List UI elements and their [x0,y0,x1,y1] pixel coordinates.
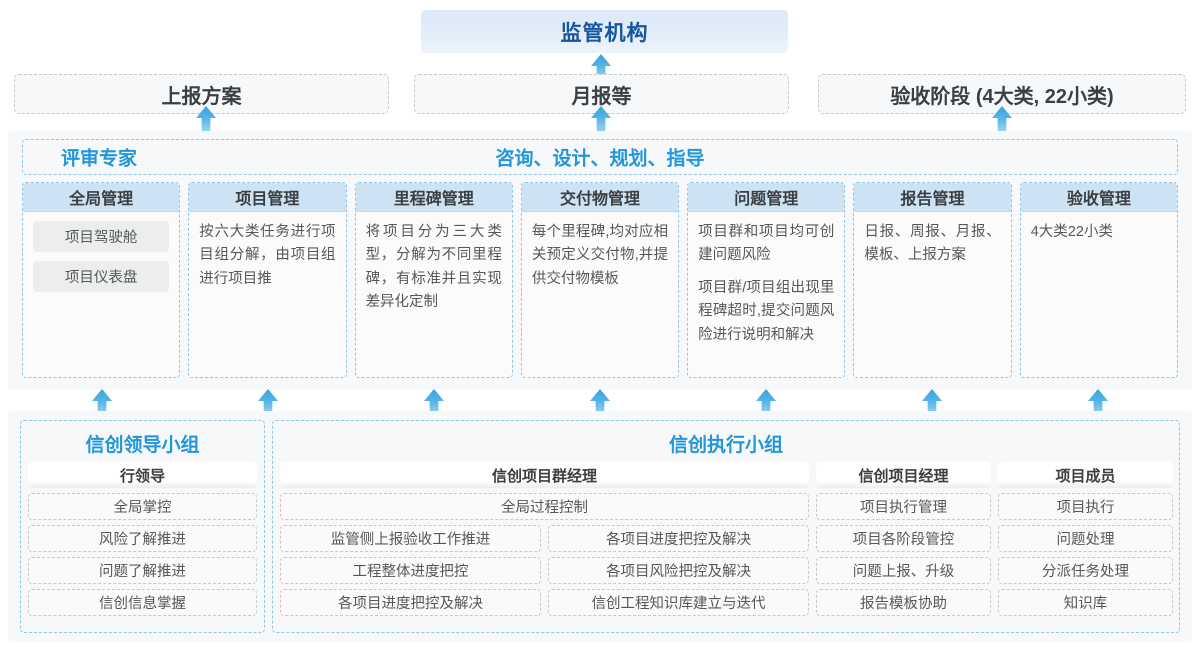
report-box-monthly-label: 月报等 [571,85,632,108]
role-item[interactable]: 全局掌控 [28,493,257,520]
report-box-plan: 上报方案 [14,74,389,114]
role-bank-leader[interactable]: 行领导 全局掌控 风险了解推进 问题了解推进 信创信息掌握 [28,462,257,624]
role-item[interactable]: 项目执行 [998,493,1173,520]
column-paragraph: 日报、周报、月报、模板、上报方案 [864,224,1001,264]
column-title: 全局管理 [23,183,180,212]
role-item[interactable]: 信创工程知识库建立与迭代 [548,589,809,616]
role-item[interactable]: 项目各阶段管控 [816,525,991,552]
column-paragraph: 按六大类任务进行项目组分解，由项目组进行项目推 [199,224,336,287]
column-body: 每个里程碑,均对应相关预定义交付物,并提供交付物模板 [522,212,678,377]
column-body: 4大类22小类 [1021,212,1177,377]
role-item[interactable]: 问题上报、升级 [816,557,991,584]
capability-column-report[interactable]: 报告管理 日报、周报、月报、模板、上报方案 [853,182,1012,378]
role-item[interactable]: 分派任务处理 [998,557,1173,584]
capability-column-milestone[interactable]: 里程碑管理 将项目分为三大类型，分解为不同里程碑，有标准并且实现差异化定制 [354,182,513,378]
role-item-full[interactable]: 全局过程控制 [280,493,809,520]
leading-group-title: 信创领导小组 [85,435,200,456]
execution-group-roles: 信创项目群经理 全局过程控制 监管侧上报验收工作推进 各项目进度把控及解决 工程… [280,462,1173,624]
execution-group-title: 信创执行小组 [668,435,783,456]
role-item[interactable]: 各项目进度把控及解决 [280,589,541,616]
role-title: 信创项目群经理 [280,462,809,488]
role-title: 项目成员 [998,462,1173,488]
role-item[interactable]: 项目执行管理 [816,493,991,520]
column-body: 日报、周报、月报、模板、上报方案 [854,212,1010,377]
role-item[interactable]: 监管侧上报验收工作推进 [280,525,541,552]
capability-column-deliverable[interactable]: 交付物管理 每个里程碑,均对应相关预定义交付物,并提供交付物模板 [520,182,680,378]
capability-columns: 全局管理 项目驾驶舱 项目仪表盘 项目管理 按六大类任务进行项目组分解，由项目组… [22,182,1178,378]
review-experts-label: 评审专家 [61,148,138,170]
column-title: 交付物管理 [521,183,679,212]
role-item-list: 项目执行 问题处理 分派任务处理 知识库 [998,493,1173,624]
column-paragraph: 4大类22小类 [1030,224,1113,240]
execution-group-panel: 信创执行小组 信创项目群经理 全局过程控制 监管侧上报验收工作推进 各项目进度把… [272,420,1180,633]
report-box-plan-label: 上报方案 [161,85,242,108]
regulator-box: 监管机构 [421,10,788,53]
pill-item[interactable]: 项目仪表盘 [33,261,170,292]
column-body: 项目群和项目均可创建问题风险 项目群/项目组出现里程碑超时,提交问题风险进行说明… [688,212,844,377]
column-title: 报告管理 [854,183,1011,212]
role-item-row: 监管侧上报验收工作推进 各项目进度把控及解决 [280,525,809,552]
role-item-list: 全局过程控制 监管侧上报验收工作推进 各项目进度把控及解决 工程整体进度把控 各… [280,493,809,624]
services-label: 咨询、设计、规划、指导 [495,148,705,170]
report-box-acceptance: 验收阶段 (4大类, 22小类) [818,74,1186,114]
column-body: 项目驾驶舱 项目仪表盘 [23,212,179,377]
column-title: 验收管理 [1020,183,1177,212]
role-program-manager[interactable]: 信创项目群经理 全局过程控制 监管侧上报验收工作推进 各项目进度把控及解决 工程… [280,462,809,624]
role-item[interactable]: 信创信息掌握 [28,589,257,616]
role-item-list: 全局掌控 风险了解推进 问题了解推进 信创信息掌握 [28,493,257,624]
role-item-row: 工程整体进度把控 各项目风险把控及解决 [280,557,809,584]
column-title: 项目管理 [189,183,346,212]
role-item[interactable]: 问题了解推进 [28,557,257,584]
leading-group-roles: 行领导 全局掌控 风险了解推进 问题了解推进 信创信息掌握 [28,462,257,624]
role-item[interactable]: 问题处理 [998,525,1173,552]
role-title: 信创项目经理 [816,462,991,488]
column-title: 里程碑管理 [355,183,512,212]
capability-column-acceptance[interactable]: 验收管理 4大类22小类 [1019,182,1178,378]
capability-column-issue[interactable]: 问题管理 项目群和项目均可创建问题风险 项目群/项目组出现里程碑超时,提交问题风… [687,182,846,378]
role-item[interactable]: 知识库 [998,589,1173,616]
column-paragraph: 将项目分为三大类型，分解为不同里程碑，有标准并且实现差异化定制 [365,224,502,311]
report-box-acceptance-label: 验收阶段 (4大类, 22小类) [890,85,1114,108]
column-body: 将项目分为三大类型，分解为不同里程碑，有标准并且实现差异化定制 [356,212,512,377]
column-title: 问题管理 [688,183,845,212]
capability-column-global[interactable]: 全局管理 项目驾驶舱 项目仪表盘 [22,182,181,378]
capability-column-project[interactable]: 项目管理 按六大类任务进行项目组分解，由项目组进行项目推 [188,182,347,378]
platform-section: 评审专家 咨询、设计、规划、指导 全局管理 项目驾驶舱 项目仪表盘 项目管理 按… [8,131,1192,390]
role-item[interactable]: 各项目风险把控及解决 [548,557,809,584]
role-item[interactable]: 各项目进度把控及解决 [548,525,809,552]
role-project-member[interactable]: 项目成员 项目执行 问题处理 分派任务处理 知识库 [998,462,1173,624]
column-paragraph: 每个里程碑,均对应相关预定义交付物,并提供交付物模板 [531,224,669,287]
pill-item[interactable]: 项目驾驶舱 [33,221,170,252]
regulator-label: 监管机构 [560,21,649,45]
role-item-row: 各项目进度把控及解决 信创工程知识库建立与迭代 [280,589,809,616]
role-title: 行领导 [28,462,257,488]
role-item-list: 项目执行管理 项目各阶段管控 问题上报、升级 报告模板协助 [816,493,991,624]
role-item[interactable]: 报告模板协助 [816,589,991,616]
column-body: 按六大类任务进行项目组分解，由项目组进行项目推 [189,212,345,377]
column-paragraph: 项目群和项目均可创建问题风险 [698,224,835,264]
organization-section: 信创领导小组 行领导 全局掌控 风险了解推进 问题了解推进 信创信息掌握 信创执… [8,411,1192,642]
role-item[interactable]: 工程整体进度把控 [280,557,541,584]
role-project-manager[interactable]: 信创项目经理 项目执行管理 项目各阶段管控 问题上报、升级 报告模板协助 [816,462,991,624]
leading-group-panel: 信创领导小组 行领导 全局掌控 风险了解推进 问题了解推进 信创信息掌握 [20,420,265,633]
platform-header-bar: 评审专家 咨询、设计、规划、指导 [22,139,1178,175]
column-paragraph: 项目群/项目组出现里程碑超时,提交问题风险进行说明和解决 [698,279,835,343]
role-item[interactable]: 风险了解推进 [28,525,257,552]
